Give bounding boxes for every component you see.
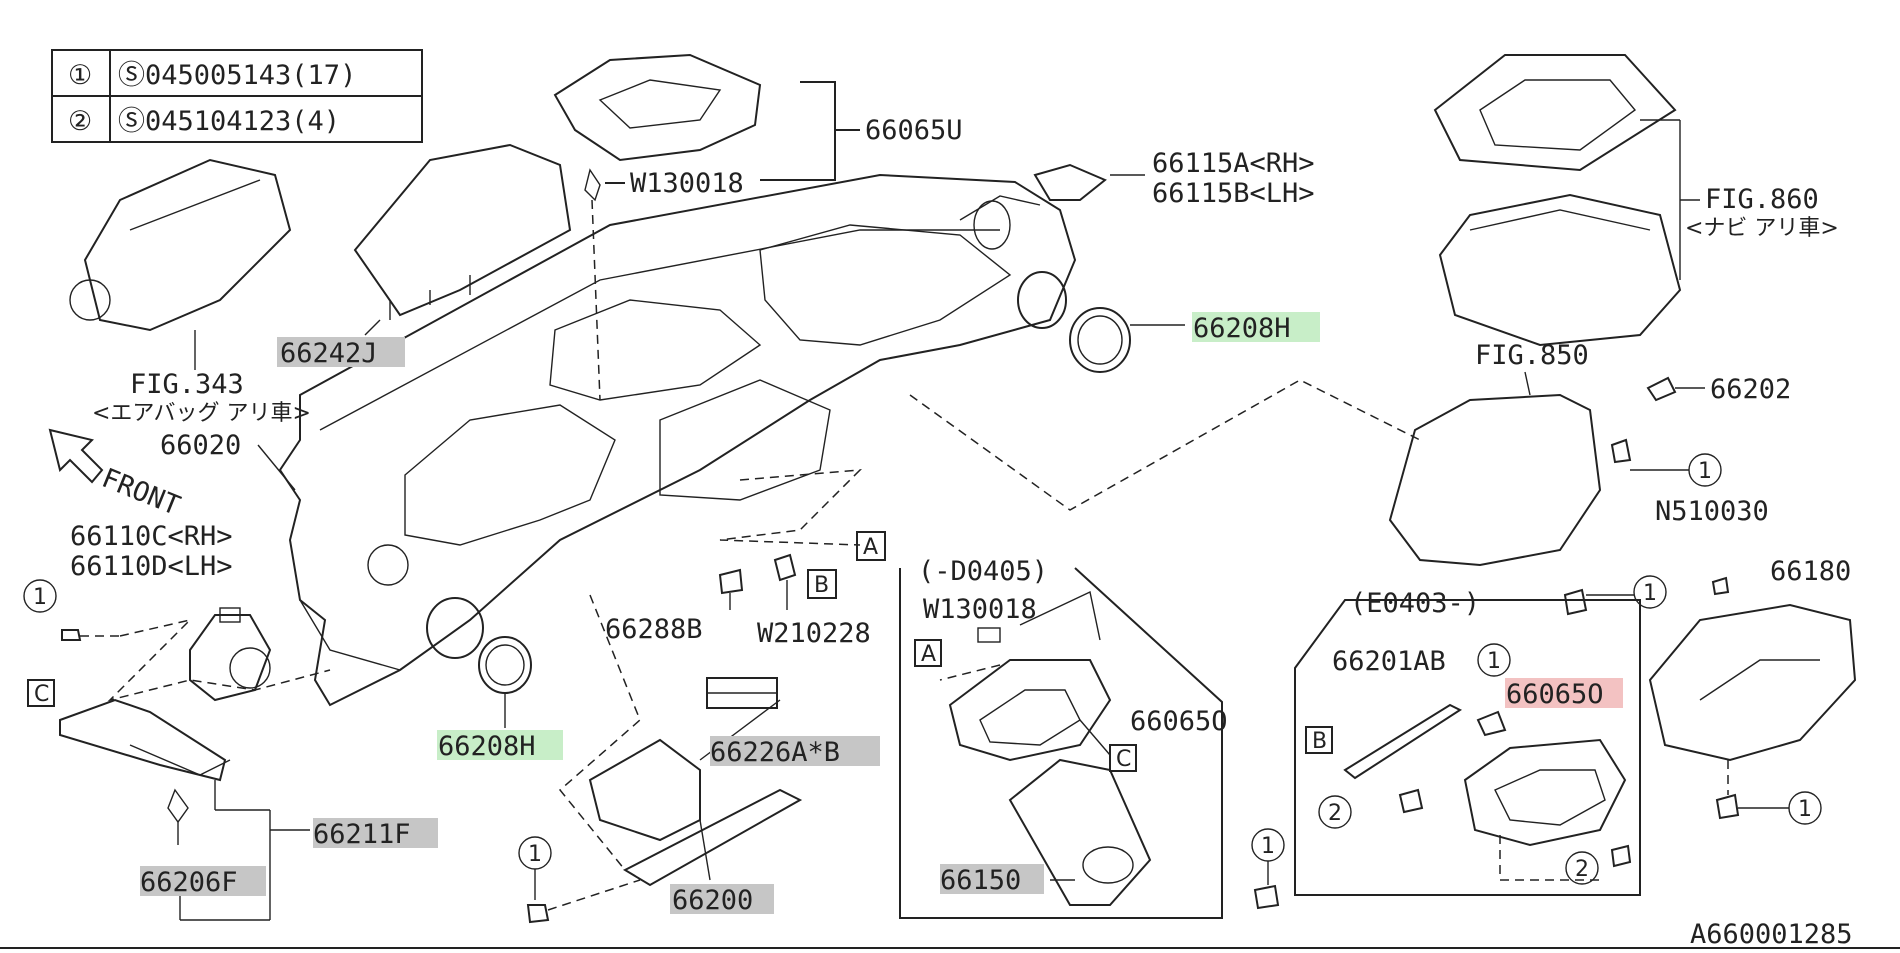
airbag-module: FIG.343 <エアバッグ アリ車>: [69, 158, 311, 426]
label-66180: 66180: [1770, 556, 1851, 587]
cover-66242J: 66242J: [277, 143, 572, 369]
circle-1-b: 1: [528, 842, 542, 867]
dashboard-panel-66020: [278, 173, 1077, 707]
label-66150: 66150: [940, 865, 1021, 896]
circle-2-b: 2: [1575, 857, 1589, 882]
label-fig860-note: <ナビ アリ車>: [1685, 216, 1839, 241]
vent-ring-66208H-right: 66208H: [1017, 271, 1320, 373]
callout-B-dash: B: [814, 573, 829, 598]
vent-ring-66208H-left: 66208H: [426, 597, 563, 762]
instrument-cluster: FIG.850 66202 1 N510030 1 66180 1: [909, 340, 1857, 825]
label-66201AB: 66201AB: [1332, 646, 1446, 677]
label-66065U: 66065U: [865, 115, 963, 146]
label-66020: 66020: [160, 430, 241, 461]
label-fig850: FIG.850: [1475, 340, 1589, 371]
cluster-hood-66065U: 66065U W130018: [553, 53, 963, 401]
callout-C-left: C: [34, 682, 49, 707]
circle-1-g: 1: [1798, 797, 1812, 822]
front-arrow: FRONT 66020: [48, 428, 296, 522]
label-66110C: 66110C<RH>: [70, 521, 233, 552]
label-66211F: 66211F: [313, 819, 411, 850]
legend-num-2: ②: [68, 106, 92, 137]
coin-tray-66211F: C 66211F 66206F: [27, 679, 438, 921]
label-n510030: N510030: [1655, 496, 1769, 527]
circle-1-a: 1: [33, 585, 47, 610]
callout-A-dash: A: [863, 535, 878, 560]
circle-1-c: 1: [1261, 834, 1275, 859]
legend-code-1: Ⓢ045005143(17): [118, 60, 356, 91]
label-66288B: 66288B: [605, 614, 703, 645]
label-range-e0403: (E0403-): [1350, 588, 1480, 619]
circle-2-a: 2: [1328, 801, 1342, 826]
diagram-id: A660001285: [1690, 919, 1853, 950]
label-66065O-right: 66065O: [1506, 679, 1604, 710]
callout-C-box: C: [1116, 747, 1131, 772]
label-66110D: 66110D<LH>: [70, 551, 233, 582]
label-66200: 66200: [672, 885, 753, 916]
legend-num-1: ①: [68, 60, 92, 91]
label-w130018-top: W130018: [630, 168, 744, 199]
label-range-d0405: (-D0405): [918, 556, 1048, 587]
speaker-grille-66115: 66115A<RH> 66115B<LH>: [1033, 148, 1315, 209]
label-66202: 66202: [1710, 374, 1791, 405]
bracket-callouts: A B 66288B W210228: [605, 469, 886, 649]
callout-A-box: A: [921, 642, 936, 667]
label-66242J: 66242J: [280, 338, 378, 369]
center-vent-box-e0403: (E0403-) 66201AB 1 B 66065O 2 2: [1294, 588, 1641, 896]
center-vent-box-d0405: (-D0405) W130018 A 66065O C 66150 1: [899, 556, 1285, 919]
label-66226AB: 66226A*B: [710, 737, 840, 768]
lower-bracket-66200: 66226A*B 66200 1: [518, 594, 880, 924]
circle-1-d: 1: [1487, 649, 1501, 674]
label-66208H-left: 66208H: [438, 731, 536, 762]
label-w130018-box: W130018: [923, 594, 1037, 625]
label-w210228: W210228: [757, 618, 871, 649]
label-66208H-right: 66208H: [1193, 313, 1291, 344]
label-66206F: 66206F: [140, 867, 238, 898]
navigation-unit: FIG.860 <ナビ アリ車>: [1433, 54, 1839, 347]
legend-code-2: Ⓢ045104123(4): [118, 106, 340, 137]
label-66115B: 66115B<LH>: [1152, 178, 1315, 209]
circle-1-e: 1: [1698, 459, 1712, 484]
label-fig343: FIG.343: [130, 369, 244, 400]
circle-1-f: 1: [1643, 581, 1657, 606]
side-vent-66110: 66110C<RH> 66110D<LH> 1: [23, 521, 331, 702]
fastener-legend-table: ① Ⓢ045005143(17) ② Ⓢ045104123(4): [51, 49, 423, 143]
label-front: FRONT: [97, 463, 184, 522]
label-fig343-note: <エアバッグ アリ車>: [92, 401, 311, 426]
label-66115A: 66115A<RH>: [1152, 148, 1315, 179]
label-66065O-left: 66065O: [1130, 706, 1228, 737]
callout-B-box: B: [1312, 729, 1327, 754]
label-fig860: FIG.860: [1705, 184, 1819, 215]
